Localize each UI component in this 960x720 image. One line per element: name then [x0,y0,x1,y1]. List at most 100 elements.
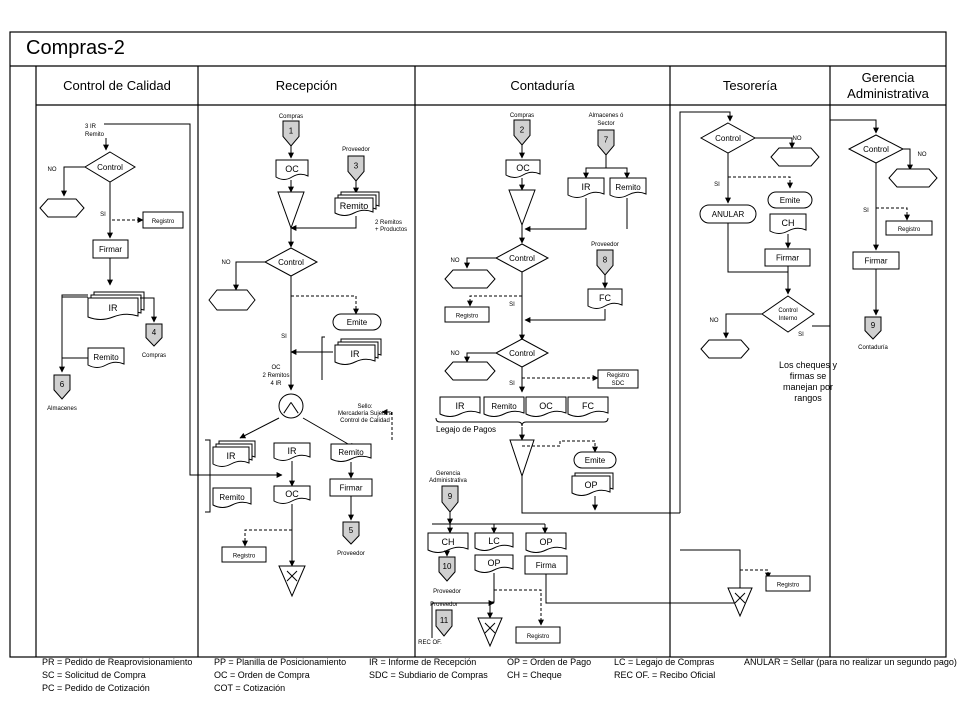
registro-box-cont-1 [444,306,490,323]
line [583,155,607,179]
connector-5-number: 5 [349,526,354,535]
oc-doc-rec-label: OC [285,164,299,174]
line [381,409,393,440]
destroy-x [286,570,298,582]
label-si: SI [100,212,106,218]
registro-box-rec-label: Registro [233,554,256,560]
ir-doc-cont-label: IR [582,182,592,192]
ir-docs-rec [334,344,376,365]
label-si: SI [509,381,515,387]
file-triangle-legajo [509,439,535,478]
label-sector: Sector [597,121,614,127]
registro-box-cont-1-label: Registro [456,314,479,320]
label-interno: Interno [779,316,798,322]
firmar-box-tes-label: Firmar [776,254,799,263]
firmar-box-rec-label: Firmar [339,484,362,493]
diagram-frame [9,31,947,658]
fc-doc-legajo-label: FC [582,401,594,411]
hex-terminator-tes [770,147,820,167]
op-doc-cont-c [525,532,567,553]
label-sello-3: Control de Calidad [340,418,390,424]
fc-doc-cont-label: FC [599,293,611,303]
note-line-1: Los cheques y [779,360,838,370]
ir-doc-cont [567,177,605,198]
lc-doc-cont-label: LC [488,536,500,546]
line [545,574,743,604]
legend-item: CH = Cheque [507,670,562,680]
connector-4-cc-number: 4 [152,328,157,337]
lane-header-4: Tesorería [723,78,778,93]
label-productos: + Productos [375,227,407,233]
op-docs-cont [571,475,611,496]
remito-doc-rec-d-label: Remito [338,448,364,457]
remito-doc-rec-d [330,443,372,462]
destroy-triangle-tes [727,587,753,618]
label-si: SI [281,334,287,340]
op-doc-cont-b [474,554,514,573]
label-no: NO [48,167,57,173]
connector-11 [435,609,453,637]
remito-doc-rec-b [212,487,252,508]
op-docs-cont-label: OP [584,480,597,490]
destroy-triangle-rec [278,565,306,598]
label-gerencia: Gerencia [436,471,461,477]
label-no: NO [710,318,719,324]
connector-10 [438,556,456,582]
line [242,529,292,547]
legend-item: LC = Legajo de Compras [614,657,715,667]
connector-2 [513,119,531,146]
emite-box-rec [332,313,382,331]
label-proveedor: Proveedor [342,147,370,153]
connector-2-number: 2 [520,126,525,135]
registro-sdc-label: Registro [607,373,630,379]
ir-doc-legajo-label: IR [456,401,466,411]
legajo-brace [435,417,609,427]
note-line-4: rangos [794,393,822,403]
emite-box-cont [573,451,617,469]
remito-doc-rec-b-label: Remito [219,493,245,502]
legend-item: IR = Informe de Recepción [369,657,476,667]
connector-10-number: 10 [443,562,452,571]
line [680,549,741,588]
file-triangle-cont [508,189,536,227]
firmar-box-ger-label: Firmar [864,257,887,266]
distribution-circle [278,393,304,419]
label-proveedor-b: Proveedor [337,551,365,557]
circle-mark [290,402,299,414]
label-sello-2: Mercadería Sujeta a [338,411,393,417]
ir-docs-cc-label: IR [109,303,119,313]
remito-doc-legajo [483,396,525,417]
line [679,111,733,513]
registro-sdc-box [597,369,639,389]
label-control-interno: Control [778,308,797,314]
label-no: NO [918,152,927,158]
hex-terminator-rec [208,289,256,311]
op-doc-cont-c-label: OP [539,537,552,547]
destroy-x [484,622,496,634]
label-administrativa: Administrativa [429,478,467,484]
connector-5 [342,521,360,545]
emite-box-tes-label: Emite [780,196,801,205]
ir-docs-cc [87,297,139,320]
line [464,257,496,269]
line [521,476,680,514]
ir-doc-rec-c [273,442,311,461]
line [233,261,265,291]
legend-item: OC = Orden de Compra [214,670,310,680]
label-compras-top: Compras [279,114,303,120]
ir-doc-legajo [439,396,481,417]
firmar-box-cc-label: Firmar [99,245,122,254]
oc-doc-legajo [525,396,567,417]
hex-terminator-cc [39,198,85,218]
remito-docs-rec-label: Remito [340,201,369,211]
emite-box-rec-label: Emite [347,318,368,327]
registro-box-cont-2-label: Registro [527,634,550,640]
control-decision-cont-1-label: Control [509,254,535,263]
fc-doc-cont [587,288,623,309]
connector-3 [347,155,365,182]
label-almacenes-sector: Almacenes ó [589,113,624,119]
line [464,352,496,363]
legend-item: SDC = Subdiario de Compras [369,670,488,680]
oc-doc-rec [275,159,309,180]
control-decision-rec-label: Control [278,258,304,267]
